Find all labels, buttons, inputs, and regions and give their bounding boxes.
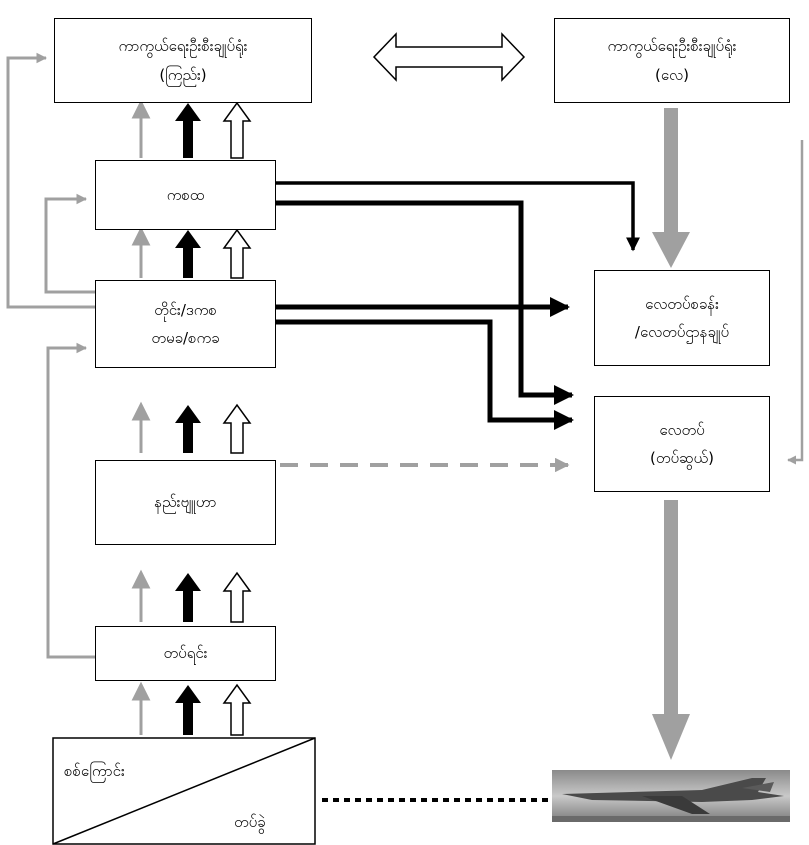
- hq-army-title: ကာကွယ်ရေးဦးစီးချုပ်ရုံး: [118, 37, 248, 55]
- gray-down-arrow: [652, 500, 690, 760]
- gray-feedback-line: [6, 52, 95, 309]
- gray-up-arrow: [131, 681, 151, 735]
- gray-up-arrow: [131, 569, 151, 622]
- outline-up-arrow: [222, 571, 252, 623]
- battalion-label: တပ်ရင်း: [163, 644, 208, 663]
- gray-up-arrow: [131, 226, 151, 278]
- air-force-box: လေတပ် (တပ်ဆွယ်): [594, 396, 770, 492]
- kasatha-box: ကစထ: [95, 160, 276, 230]
- black-up-arrow: [175, 230, 201, 278]
- gray-right-line: [787, 140, 804, 465]
- hq-air-box: ကာကွယ်ရေးဦးစီးချုပ်ရုံး (လေ): [554, 18, 790, 103]
- black-command-line: [276, 319, 574, 430]
- gray-feedback-line: [46, 342, 95, 659]
- outline-up-arrow: [222, 403, 252, 454]
- company-label: တပ်ခွဲ: [234, 813, 266, 831]
- air-force-line-1: လေတပ်: [659, 420, 705, 439]
- outline-up-arrow: [222, 683, 252, 736]
- black-up-arrow: [175, 685, 201, 735]
- black-command-line: [276, 200, 574, 405]
- air-command-line-2: /လေတပ်ဌာနချုပ်: [634, 323, 730, 341]
- gray-up-arrow: [131, 99, 151, 158]
- battalion-box: တပ်ရင်း: [95, 626, 276, 681]
- column-company-box: [52, 737, 316, 845]
- hq-army-box: ကာကွယ်ရေးဦးစီးချုပ်ရုံး (ကြည်း): [54, 18, 312, 103]
- air-command-line-1: လေတပ်စခန်း: [645, 294, 719, 313]
- gray-up-arrow: [131, 401, 151, 453]
- air-force-line-2: (တပ်ဆွယ်): [650, 449, 714, 467]
- tactical-label: နည်းဗျူဟာ: [154, 493, 217, 512]
- regional-line-2: တမခ/စကခ: [151, 329, 220, 347]
- hq-air-subtitle: (လေ): [655, 65, 689, 84]
- outline-up-arrow: [222, 101, 252, 159]
- vertical-arrow-group: [131, 99, 252, 736]
- tactical-box: နည်းဗျူဟာ: [95, 460, 276, 545]
- column-label: စစ်ကြောင်း: [64, 762, 125, 780]
- hq-army-subtitle: (ကြည်း): [159, 65, 207, 84]
- black-up-arrow: [175, 573, 201, 622]
- regional-line-1: တိုင်း/ဒကစ: [154, 300, 217, 319]
- hq-air-title: ကာကွယ်ရေးဦးစီးချုပ်ရုံး: [607, 37, 737, 55]
- black-up-arrow: [175, 103, 201, 158]
- gray-feedback-line: [44, 193, 95, 294]
- regional-command-box: တိုင်း/ဒကစ တမခ/စကခ: [95, 280, 276, 368]
- air-command-box: လေတပ်စခန်း /လေတပ်ဌာနချုပ်: [594, 270, 770, 366]
- black-command-line: [276, 181, 640, 252]
- outline-up-arrow: [222, 228, 252, 279]
- gray-down-arrow: [652, 108, 690, 268]
- double-arrow-icon: [372, 32, 526, 82]
- aircraft-photo-icon: [552, 770, 790, 822]
- kasatha-label: ကစထ: [166, 185, 205, 204]
- black-up-arrow: [175, 405, 201, 453]
